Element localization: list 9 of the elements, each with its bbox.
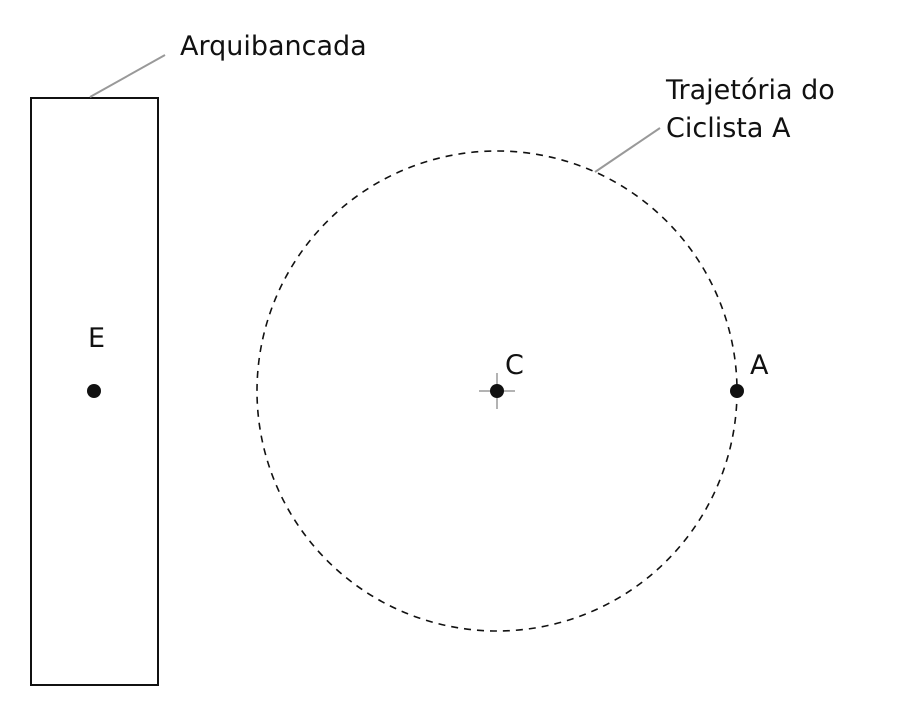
point-label: E: [88, 322, 106, 356]
callout-label: Trajetória do Ciclista A: [666, 72, 896, 148]
callout-label: Arquibancada: [180, 28, 420, 66]
point-label: A: [750, 349, 768, 383]
point-label: C: [505, 349, 524, 383]
stand-rectangle: [30, 97, 159, 686]
leader-line: [594, 127, 661, 173]
leader-line: [90, 54, 166, 98]
dashed-path-circle: [256, 150, 738, 632]
